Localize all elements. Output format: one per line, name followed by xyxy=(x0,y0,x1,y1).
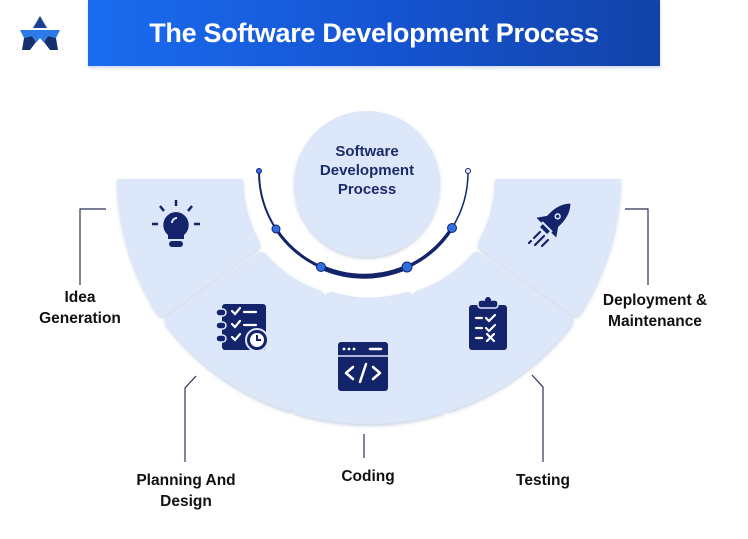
center-label-line2: Development xyxy=(319,162,415,179)
stage-label-testing: Testing xyxy=(493,470,593,491)
stage-label-idea-line2: Generation xyxy=(39,310,121,327)
stage-label-planning: Planning And Design xyxy=(121,470,251,512)
stage-label-idea-line1: Idea xyxy=(64,289,96,306)
page-title: The Software Development Process xyxy=(149,17,599,48)
title-banner: The Software Development Process xyxy=(88,0,660,66)
stage-label-planning-line1: Planning And xyxy=(136,472,236,489)
brand-logo-icon xyxy=(20,16,60,50)
stage-label-planning-line2: Design xyxy=(160,493,212,510)
petal-deployment[interactable] xyxy=(478,179,621,316)
stage-label-deployment-line1: Deployment & xyxy=(602,292,708,309)
stage-label-coding-line1: Coding xyxy=(341,468,395,485)
stage-label-coding: Coding xyxy=(318,466,418,487)
center-circle xyxy=(294,111,440,257)
center-label: Software Development Process xyxy=(307,142,427,199)
stage-label-testing-line1: Testing xyxy=(516,472,570,489)
center-label-line3: Process xyxy=(337,181,397,198)
center-label-line1: Software xyxy=(335,143,399,160)
code-window-icon xyxy=(338,342,388,391)
lightbulb-icon xyxy=(152,200,200,247)
connector-lines xyxy=(79,208,649,462)
checklist-clock-icon xyxy=(215,304,269,352)
stage-label-deployment-line2: Maintenance xyxy=(608,313,702,330)
stage-label-deployment: Deployment & Maintenance xyxy=(590,290,720,332)
petal-idea[interactable] xyxy=(117,179,260,316)
arc-dots xyxy=(256,168,471,273)
stage-label-idea: Idea Generation xyxy=(28,287,132,329)
clipboard-checklist-icon xyxy=(469,297,507,350)
rocket-icon xyxy=(527,203,571,248)
